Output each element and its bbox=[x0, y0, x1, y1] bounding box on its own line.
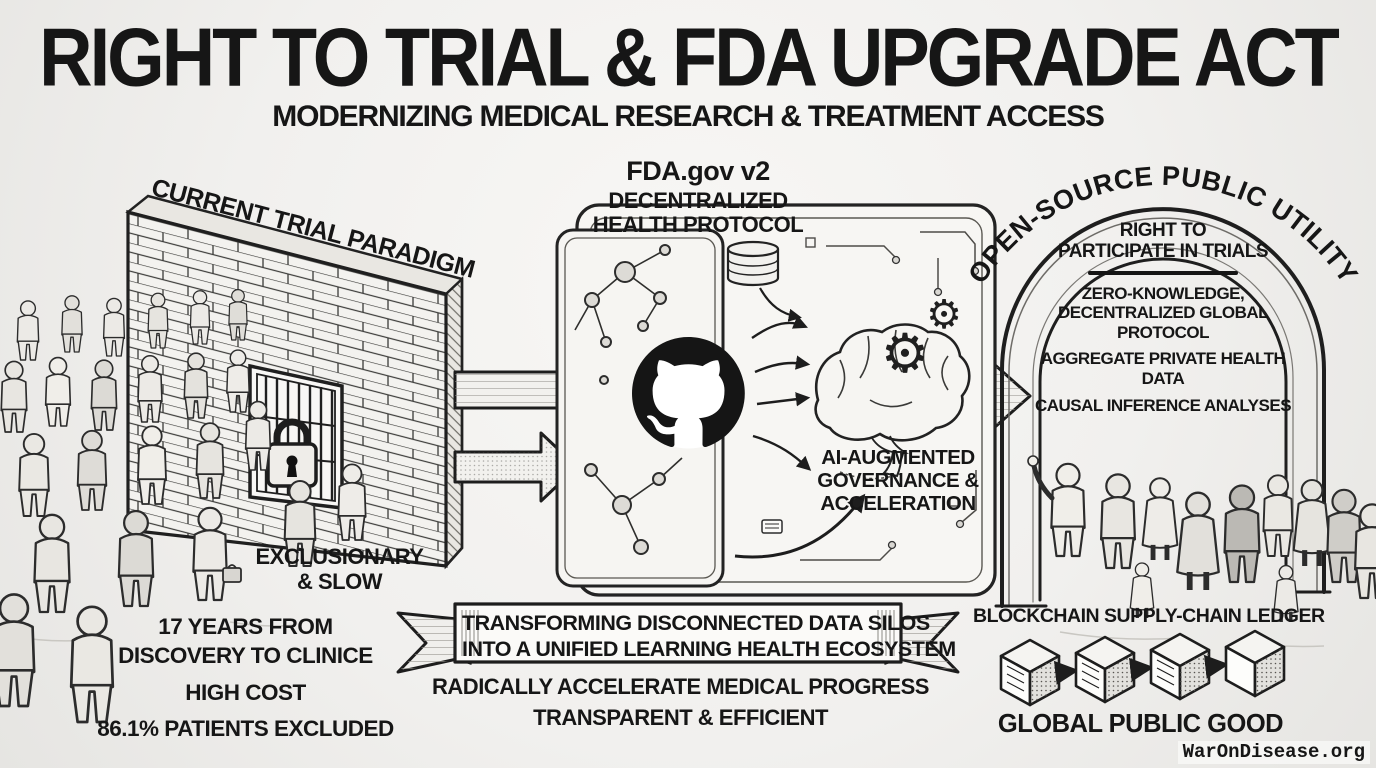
locked-gate bbox=[248, 363, 344, 550]
benefit-title: RIGHT TO PARTICIPATE IN TRIALS bbox=[1057, 220, 1269, 262]
ledger-block bbox=[1149, 632, 1211, 701]
stat-excluded: 86.1% PATIENTS EXCLUDED bbox=[97, 715, 394, 741]
tagline-progress: RADICALLY ACCELERATE MEDICAL PROGRESS bbox=[432, 674, 929, 699]
global-public-good-caption: GLOBAL PUBLIC GOOD bbox=[997, 710, 1284, 738]
divider bbox=[1088, 270, 1238, 275]
network-graph bbox=[574, 244, 683, 555]
gear-icon: ⚙ ⚙ bbox=[881, 292, 962, 385]
ledger-block bbox=[1074, 635, 1136, 704]
site-credit: WarOnDisease.org bbox=[1177, 741, 1370, 764]
page-subtitle: MODERNIZING MEDICAL RESEARCH & TREATMENT… bbox=[272, 100, 1105, 133]
benefit-item: AGGREGATE PRIVATE HEALTH DATA bbox=[1040, 349, 1286, 388]
exclusionary-callout: EXCLUSIONARY & SLOW bbox=[255, 544, 424, 595]
public-utility-benefits: RIGHT TO PARTICIPATE IN TRIALS ZERO-KNOW… bbox=[1023, 220, 1303, 422]
archway bbox=[994, 207, 1332, 608]
protocol-title: FDA.gov v2 bbox=[626, 156, 770, 186]
briefcase-icon bbox=[222, 564, 242, 583]
stat-cost: HIGH COST bbox=[185, 679, 306, 705]
protocol-heading: FDA.gov v2 DECENTRALIZED HEALTH PROTOCOL bbox=[583, 156, 813, 238]
ai-governance-callout: AI-AUGMENTED GOVERNANCE & ACCELERATION bbox=[817, 446, 979, 515]
benefit-item: ZERO-KNOWLEDGE, DECENTRALIZED GLOBAL PRO… bbox=[1057, 283, 1269, 342]
ribbon-banner bbox=[396, 602, 960, 674]
circuit-box: ⚙ ⚙ bbox=[555, 203, 997, 597]
database-icon bbox=[726, 240, 780, 287]
brain-icon bbox=[814, 323, 971, 478]
ledger-block bbox=[999, 638, 1061, 707]
waiting-crowd bbox=[0, 289, 367, 724]
taglines: RADICALLY ACCELERATE MEDICAL PROGRESS TR… bbox=[428, 675, 933, 730]
ledger-block bbox=[1224, 629, 1286, 698]
benefit-item: CAUSAL INFERENCE ANALYSES bbox=[1034, 395, 1292, 415]
blockchain-title: BLOCKCHAIN SUPPLY-CHAIN LEDGER bbox=[973, 605, 1325, 627]
stat-years-2: DISCOVERY TO CLINICE bbox=[118, 643, 373, 669]
transformation-banner: TRANSFORMING DISCONNECTED DATA SILOS INT… bbox=[462, 611, 956, 661]
stat-years: 17 YEARS FROM bbox=[158, 614, 333, 639]
page-title: RIGHT TO TRIAL & FDA UPGRADE ACT bbox=[39, 10, 1340, 104]
github-icon bbox=[632, 337, 745, 449]
tagline-transparent: TRANSPARENT & EFFICIENT bbox=[533, 704, 828, 730]
blockchain-cubes bbox=[999, 629, 1286, 707]
svg-text:⚙: ⚙ bbox=[926, 292, 962, 338]
paradigm-stats: 17 YEARS FROM DISCOVERY TO CLINICE HIGH … bbox=[88, 612, 403, 743]
svg-text:⚙: ⚙ bbox=[881, 322, 929, 385]
flow-arrows bbox=[734, 315, 866, 559]
